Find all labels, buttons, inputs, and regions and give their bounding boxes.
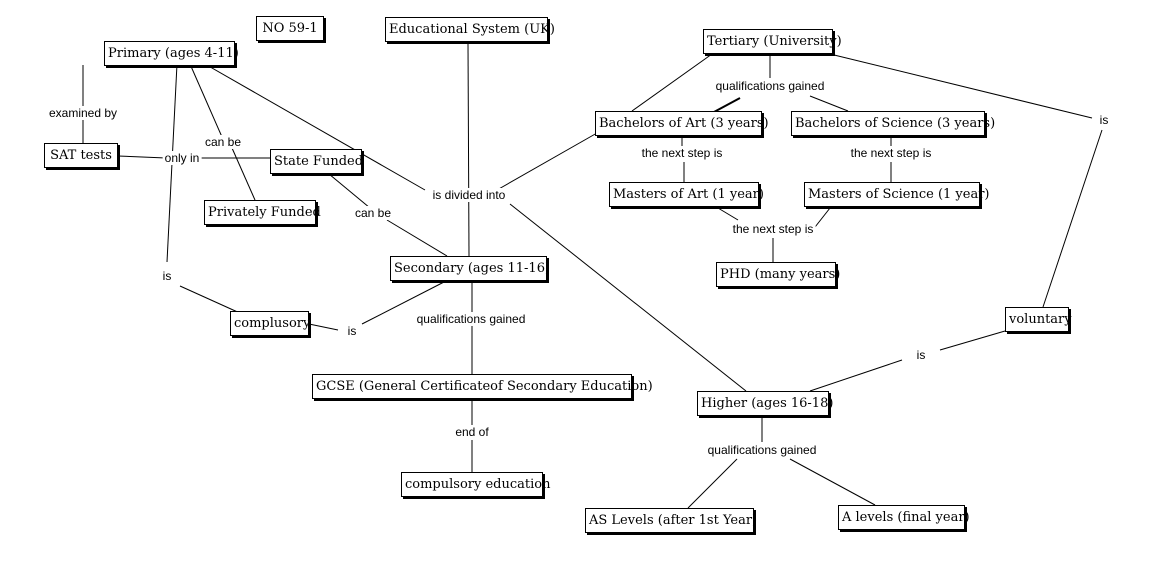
node-state-funded: State Funded <box>270 149 363 174</box>
node-as-levels: AS Levels (after 1st Year) <box>585 508 757 533</box>
connector-line <box>117 155 167 159</box>
link-label-qualifications-gained: qualifications gained <box>705 443 819 457</box>
node-sat-tests: SAT tests <box>44 143 118 168</box>
node-compulsory-education: compulsory education <box>401 472 550 497</box>
connector-line <box>939 330 1006 351</box>
connector-line <box>179 285 243 315</box>
connector-line <box>308 323 339 331</box>
connector-line <box>713 97 741 113</box>
connector-line <box>509 203 747 392</box>
link-label-can-be: can be <box>352 206 394 220</box>
connector-line <box>361 281 445 325</box>
node-privately-funded: Privately Funded <box>204 200 321 225</box>
connector-line <box>386 219 448 257</box>
connector-line <box>204 63 426 191</box>
node-primary: Primary (ages 4-11) <box>104 41 239 66</box>
link-label-is: is <box>160 269 174 283</box>
node-gcse: GCSE (General Certificateof Secondary Ed… <box>312 374 653 399</box>
link-label-is-divided-into: is divided into <box>430 188 508 202</box>
node-bachelors-art: Bachelors of Art (3 years) <box>595 111 769 136</box>
connector-line <box>1042 129 1103 308</box>
node-bachelors-science: Bachelors of Science (3 years) <box>791 111 995 136</box>
node-educational-system: Educational System (UK) <box>385 17 555 42</box>
node-masters-science: Masters of Science (1 year) <box>804 182 990 207</box>
link-label-is: is <box>1097 113 1111 127</box>
node-higher: Higher (ages 16-18) <box>697 391 833 416</box>
link-label-can-be: can be <box>202 135 244 149</box>
connector-line <box>328 173 371 209</box>
node-phd: PHD (many years) <box>716 262 840 287</box>
link-label-examined-by: examined by <box>46 106 120 120</box>
link-label-qualifications-gained: qualifications gained <box>713 79 827 93</box>
link-label-is: is <box>914 348 928 362</box>
connector-line <box>231 147 256 201</box>
connector-line <box>687 458 738 509</box>
connector-line <box>809 95 849 112</box>
connector-line <box>496 132 598 191</box>
connector-line <box>189 63 223 138</box>
link-label-end-of: end of <box>453 425 491 439</box>
node-tertiary: Tertiary (University) <box>703 29 842 54</box>
node-masters-art: Masters of Art (1 year) <box>609 182 764 207</box>
node-secondary: Secondary (ages 11-16) <box>390 256 550 281</box>
link-label-next-step: the next step is <box>639 146 725 160</box>
connector-line <box>467 42 470 257</box>
link-label-is: is <box>345 324 359 338</box>
node-voluntary: voluntary <box>1005 307 1072 332</box>
connector-line <box>809 359 903 392</box>
link-label-only-in: only in <box>162 151 202 165</box>
node-no-59-1: NO 59-1 <box>256 16 324 41</box>
connector-line <box>631 53 713 112</box>
link-label-next-step: the next step is <box>730 222 816 236</box>
link-label-next-step: the next step is <box>848 146 934 160</box>
connector-line <box>717 207 739 221</box>
node-compulsory: complusory <box>230 311 310 336</box>
connector-line <box>789 458 876 506</box>
node-a-levels: A levels (final year) <box>838 505 970 530</box>
link-label-qualifications-gained: qualifications gained <box>414 312 528 326</box>
connector-line <box>829 53 1093 119</box>
